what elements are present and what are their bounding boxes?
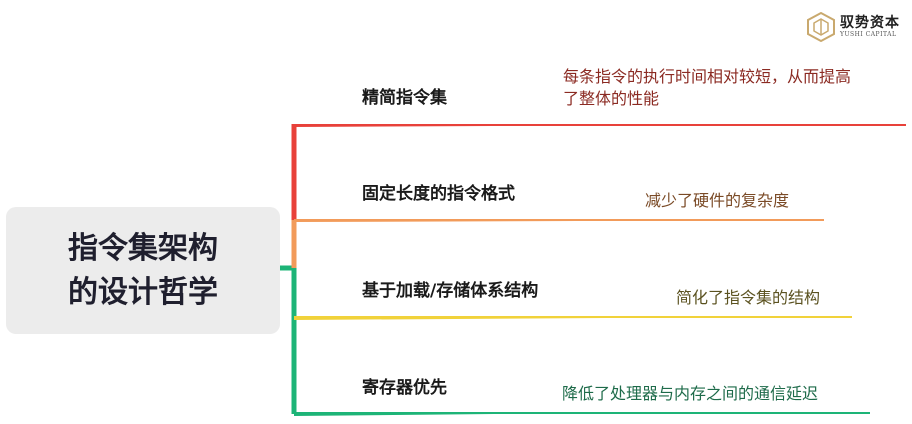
branch-note-1: 每条指令的执行时间相对较短，从而提高 了整体的性能	[563, 67, 852, 108]
logo-name-cn: 驭势资本	[840, 15, 900, 31]
branch-line-2	[294, 219, 578, 222]
branch-label-2[interactable]: 固定长度的指令格式	[362, 184, 515, 204]
hexagon-logo-icon	[807, 12, 835, 42]
branch-line-3	[294, 316, 606, 320]
logo-name-en: YUSHI CAPITAL	[840, 31, 897, 38]
central-topic-title: 指令集架构 的设计哲学	[68, 230, 218, 310]
branch-note-3: 简化了指令集的结构	[676, 288, 821, 307]
branch-line-1	[294, 124, 492, 127]
branch-note-4: 降低了处理器与内存之间的通信延迟	[562, 384, 819, 403]
branch-label-4[interactable]: 寄存器优先	[362, 378, 447, 398]
central-topic[interactable]: 指令集架构 的设计哲学	[6, 207, 280, 334]
branch-label-1[interactable]: 精简指令集	[362, 88, 447, 108]
brand-logo: 驭势资本 YUSHI CAPITAL	[806, 10, 910, 46]
branch-label-3[interactable]: 基于加载/存储体系结构	[362, 281, 539, 301]
branch-note-2: 减少了硬件的复杂度	[645, 191, 790, 210]
branch-line-4	[294, 412, 494, 416]
